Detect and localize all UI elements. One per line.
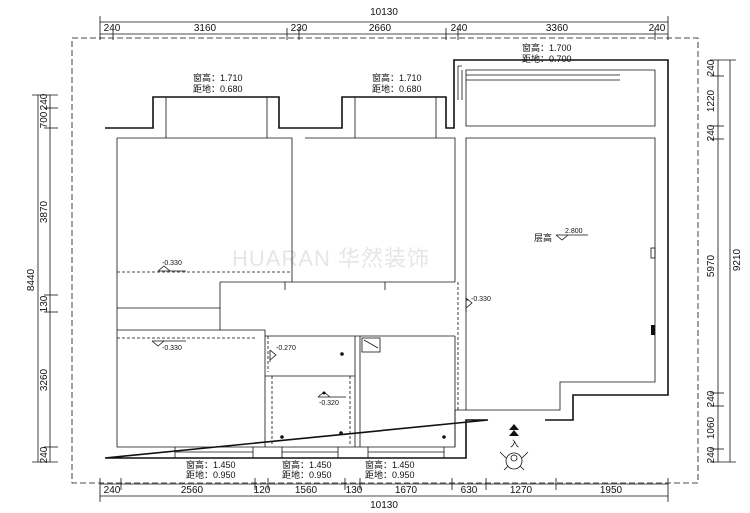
window-4-height: 窗高：1.450 bbox=[186, 459, 236, 470]
walls bbox=[104, 59, 669, 459]
window-3-sill: 距地：0.700 bbox=[522, 53, 572, 64]
level-marker-3: -0.330 bbox=[465, 296, 491, 312]
level-4-value: -0.270 bbox=[276, 345, 296, 352]
window-6-sill: 距地：0.950 bbox=[365, 469, 415, 480]
level-5-value: -0.320 bbox=[319, 400, 339, 407]
fixture-dot bbox=[339, 431, 343, 435]
window-2-sill: 距地：0.680 bbox=[372, 83, 422, 94]
overall-right-height: 9210 bbox=[732, 248, 743, 271]
overall-left-height: 8440 bbox=[26, 268, 37, 291]
left-dim-0: 240 bbox=[39, 93, 50, 110]
overall-bottom-width: 10130 bbox=[370, 500, 398, 511]
left-dim-1: 700 bbox=[39, 111, 50, 128]
fixture-dot bbox=[340, 352, 344, 356]
person-icon bbox=[499, 451, 529, 471]
ceiling-value: 2.800 bbox=[565, 228, 583, 235]
right-dimension-chain: 240 1220 240 5970 240 1060 240 9210 bbox=[706, 59, 743, 463]
left-dim-3: 130 bbox=[39, 295, 50, 312]
bottom-dim-6: 630 bbox=[461, 485, 478, 496]
window-4-sill: 距地：0.950 bbox=[186, 469, 236, 480]
window-1-sill: 距地：0.680 bbox=[193, 83, 243, 94]
top-dim-1: 3160 bbox=[194, 23, 217, 34]
level-2-value: -0.330 bbox=[162, 345, 182, 352]
site-boundary bbox=[71, 37, 699, 484]
left-dimension-chain: 8440 240 700 3870 130 3260 240 bbox=[26, 93, 58, 463]
fixture-dot bbox=[280, 435, 284, 439]
window-label-4: 窗高：1.450 距地：0.950 bbox=[186, 459, 236, 480]
bottom-dim-8: 1950 bbox=[600, 485, 623, 496]
window-6-height: 窗高：1.450 bbox=[365, 459, 415, 470]
level-marker-2: -0.330 bbox=[151, 340, 186, 352]
top-dim-0: 240 bbox=[104, 23, 121, 34]
window-label-5: 窗高：1.450 距地：0.950 bbox=[282, 459, 332, 480]
bottom-dimension-chain: 240 2560 120 1560 130 1670 630 1270 1950… bbox=[99, 478, 669, 511]
right-dim-2: 240 bbox=[706, 124, 717, 141]
right-dim-3: 5970 bbox=[706, 254, 717, 277]
top-dim-5: 3360 bbox=[546, 23, 569, 34]
bottom-dim-2: 120 bbox=[254, 485, 271, 496]
entrance-marker: 入 bbox=[509, 424, 519, 449]
level-marker-4: -0.270 bbox=[269, 345, 296, 362]
left-dim-5: 240 bbox=[39, 446, 50, 463]
window-label-3: 窗高：1.700 距地：0.700 bbox=[522, 42, 572, 64]
dashed-lines bbox=[117, 271, 470, 444]
top-dim-2: 230 bbox=[291, 23, 308, 34]
top-dim-4: 240 bbox=[451, 23, 468, 34]
entrance-label: 入 bbox=[510, 439, 519, 449]
window-3-height: 窗高：1.700 bbox=[522, 42, 572, 53]
window-label-1: 窗高：1.710 距地：0.680 bbox=[193, 72, 243, 94]
watermark: HUARAN 华然装饰 bbox=[232, 246, 430, 271]
window-2-height: 窗高：1.710 bbox=[372, 72, 422, 83]
top-dimension-chain: 10130 240 3160 230 2660 240 3360 240 bbox=[99, 7, 669, 40]
bottom-dim-1: 2560 bbox=[181, 485, 204, 496]
left-dim-4: 3260 bbox=[39, 368, 50, 391]
bottom-dim-3: 1560 bbox=[295, 485, 318, 496]
left-dim-2: 3870 bbox=[39, 200, 50, 223]
window-label-6: 窗高：1.450 距地：0.950 bbox=[365, 459, 415, 480]
top-dim-6: 240 bbox=[649, 23, 666, 34]
bottom-dim-0: 240 bbox=[104, 485, 121, 496]
window-5-height: 窗高：1.450 bbox=[282, 459, 332, 470]
level-marker-5: -0.320 bbox=[317, 391, 346, 407]
fixture-dot bbox=[442, 435, 446, 439]
right-dim-0: 240 bbox=[706, 59, 717, 76]
fixture-dot bbox=[322, 391, 326, 395]
top-dim-3: 2660 bbox=[369, 23, 392, 34]
bottom-dim-7: 1270 bbox=[510, 485, 533, 496]
window-5-sill: 距地：0.950 bbox=[282, 469, 332, 480]
level-3-value: -0.330 bbox=[471, 296, 491, 303]
bottom-dim-4: 130 bbox=[346, 485, 363, 496]
ceiling-label: 层高 bbox=[534, 232, 552, 243]
right-dim-6: 240 bbox=[706, 446, 717, 463]
right-dim-1: 1220 bbox=[706, 89, 717, 112]
right-dim-4: 240 bbox=[706, 390, 717, 407]
level-marker-1: -0.330 bbox=[157, 260, 186, 272]
ceiling-height-marker: 层高 2.800 bbox=[534, 228, 588, 243]
bottom-dim-5: 1670 bbox=[395, 485, 418, 496]
level-1-value: -0.330 bbox=[162, 260, 182, 267]
window-label-2: 窗高：1.710 距地：0.680 bbox=[372, 72, 422, 94]
right-dim-5: 1060 bbox=[706, 416, 717, 439]
window-1-height: 窗高：1.710 bbox=[193, 72, 243, 83]
overall-top-width: 10130 bbox=[370, 7, 398, 18]
